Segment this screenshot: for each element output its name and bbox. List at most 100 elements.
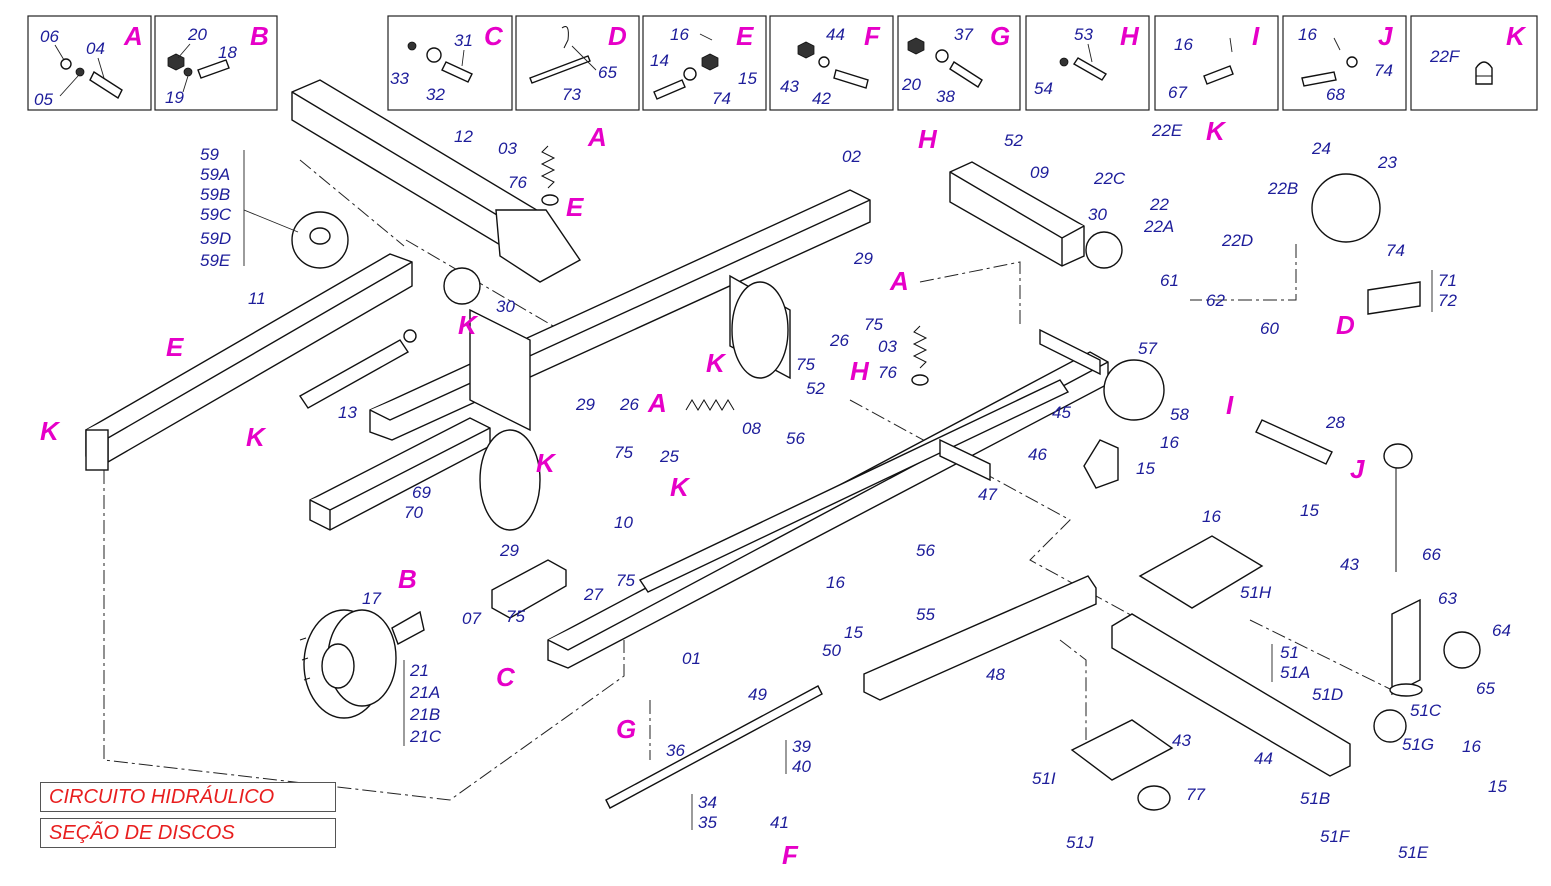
beam-11[interactable] bbox=[85, 253, 413, 471]
svg-text:K: K bbox=[670, 472, 691, 502]
svg-text:60: 60 bbox=[1260, 319, 1279, 338]
handle-66[interactable] bbox=[1383, 443, 1413, 572]
svg-text:24: 24 bbox=[1311, 139, 1331, 158]
main-frame[interactable] bbox=[309, 189, 1109, 669]
detail-circle-30b[interactable] bbox=[1085, 231, 1123, 269]
detail-box-H[interactable]: H 53 54 bbox=[1025, 15, 1150, 111]
svg-text:75: 75 bbox=[864, 315, 883, 334]
svg-text:11: 11 bbox=[248, 289, 266, 308]
wheel-21[interactable] bbox=[299, 609, 425, 719]
svg-text:67: 67 bbox=[1168, 83, 1187, 102]
svg-text:A: A bbox=[647, 388, 667, 418]
left-hitch-bracket[interactable] bbox=[469, 274, 791, 531]
disc-section-button[interactable]: SEÇÃO DE DISCOS bbox=[40, 818, 336, 848]
svg-text:64: 64 bbox=[1492, 621, 1511, 640]
svg-text:20: 20 bbox=[187, 25, 207, 44]
svg-text:33: 33 bbox=[390, 69, 409, 88]
svg-text:15: 15 bbox=[1136, 459, 1155, 478]
svg-text:K: K bbox=[40, 416, 61, 446]
plate-51H[interactable] bbox=[1138, 535, 1264, 609]
svg-text:37: 37 bbox=[954, 25, 973, 44]
svg-text:71: 71 bbox=[1438, 271, 1457, 290]
jack-63[interactable] bbox=[1389, 598, 1423, 697]
svg-text:26: 26 bbox=[619, 395, 639, 414]
disc-section-label: SEÇÃO DE DISCOS bbox=[49, 821, 235, 844]
svg-text:22D: 22D bbox=[1221, 231, 1253, 250]
svg-text:B: B bbox=[398, 564, 417, 594]
svg-text:J: J bbox=[1378, 21, 1393, 51]
svg-text:35: 35 bbox=[698, 813, 717, 832]
spring-03-b[interactable] bbox=[911, 325, 929, 386]
svg-text:29: 29 bbox=[853, 249, 873, 268]
svg-text:28: 28 bbox=[1325, 413, 1345, 432]
svg-text:D: D bbox=[1336, 310, 1355, 340]
svg-text:22A: 22A bbox=[1143, 217, 1174, 236]
svg-text:29: 29 bbox=[499, 541, 519, 560]
detail-circle-30a[interactable] bbox=[443, 267, 481, 305]
svg-text:30: 30 bbox=[1088, 205, 1107, 224]
detail-circle-59[interactable] bbox=[291, 211, 349, 269]
bar-48[interactable] bbox=[863, 575, 1097, 701]
hydraulic-circuit-button[interactable]: CIRCUITO HIDRÁULICO bbox=[40, 782, 336, 812]
svg-text:16: 16 bbox=[826, 573, 845, 592]
svg-text:C: C bbox=[496, 662, 516, 692]
svg-text:K: K bbox=[536, 448, 557, 478]
svg-text:51C: 51C bbox=[1410, 701, 1442, 720]
hydraulic-cylinder-28[interactable] bbox=[1255, 419, 1333, 465]
svg-text:03: 03 bbox=[498, 139, 517, 158]
detail-box-E[interactable]: E 16 14 15 74 bbox=[642, 15, 767, 111]
hitch-71-72[interactable] bbox=[1367, 281, 1421, 315]
svg-text:17: 17 bbox=[362, 589, 381, 608]
svg-text:75: 75 bbox=[616, 571, 635, 590]
svg-text:46: 46 bbox=[1028, 445, 1047, 464]
svg-text:21B: 21B bbox=[409, 705, 440, 724]
detail-box-J[interactable]: J 16 74 68 bbox=[1282, 15, 1407, 111]
svg-text:G: G bbox=[990, 21, 1010, 51]
svg-text:K: K bbox=[1506, 21, 1527, 51]
svg-text:07: 07 bbox=[462, 609, 481, 628]
svg-text:23: 23 bbox=[1377, 153, 1397, 172]
svg-text:45: 45 bbox=[1052, 403, 1071, 422]
svg-text:01: 01 bbox=[682, 649, 701, 668]
spring-03-a[interactable] bbox=[540, 145, 559, 206]
detail-box-C[interactable]: C 31 33 32 bbox=[387, 15, 513, 111]
beam-09[interactable] bbox=[949, 161, 1085, 267]
beam-12[interactable] bbox=[291, 79, 582, 283]
detail-box-G[interactable]: G 37 20 38 bbox=[897, 15, 1021, 111]
svg-text:E: E bbox=[736, 21, 754, 51]
svg-text:15: 15 bbox=[738, 69, 757, 88]
hydraulic-cylinder-13[interactable] bbox=[298, 329, 417, 409]
detail-box-B[interactable]: B 20 18 19 bbox=[154, 15, 278, 111]
detail-reference-letters[interactable]: A E E K K K K K K K H H A A D I J B C G … bbox=[40, 116, 1365, 870]
detail-circle-51D[interactable] bbox=[1373, 709, 1407, 743]
svg-text:09: 09 bbox=[1030, 163, 1049, 182]
svg-text:68: 68 bbox=[1326, 85, 1345, 104]
svg-text:22B: 22B bbox=[1267, 179, 1298, 198]
detail-box-I[interactable]: I 16 67 bbox=[1154, 15, 1279, 111]
svg-text:16: 16 bbox=[1160, 433, 1179, 452]
bracket-45[interactable] bbox=[1083, 439, 1119, 489]
svg-text:36: 36 bbox=[666, 741, 685, 760]
svg-text:15: 15 bbox=[844, 623, 863, 642]
detail-circle-23[interactable] bbox=[1311, 173, 1381, 243]
svg-text:18: 18 bbox=[218, 43, 237, 62]
bar-51[interactable] bbox=[1111, 613, 1351, 777]
detail-box-K[interactable]: K 22F bbox=[1410, 15, 1538, 111]
bar-39-40[interactable] bbox=[605, 685, 823, 809]
detail-circle-64[interactable] bbox=[1443, 631, 1481, 669]
svg-text:30: 30 bbox=[496, 297, 515, 316]
svg-text:12: 12 bbox=[454, 127, 473, 146]
detail-box-F[interactable]: F 44 43 42 bbox=[769, 15, 894, 111]
svg-text:H: H bbox=[1120, 21, 1140, 51]
plate-51I[interactable] bbox=[1070, 719, 1174, 811]
spring-08[interactable] bbox=[685, 399, 735, 411]
detail-box-A[interactable]: A 06 04 05 bbox=[27, 15, 152, 111]
svg-text:51D: 51D bbox=[1312, 685, 1343, 704]
svg-text:32: 32 bbox=[426, 85, 445, 104]
detail-circle-57[interactable] bbox=[1103, 359, 1165, 421]
svg-text:51: 51 bbox=[1280, 643, 1299, 662]
svg-text:A: A bbox=[123, 21, 143, 51]
svg-text:08: 08 bbox=[742, 419, 761, 438]
detail-box-D[interactable]: D 65 73 bbox=[515, 15, 640, 111]
